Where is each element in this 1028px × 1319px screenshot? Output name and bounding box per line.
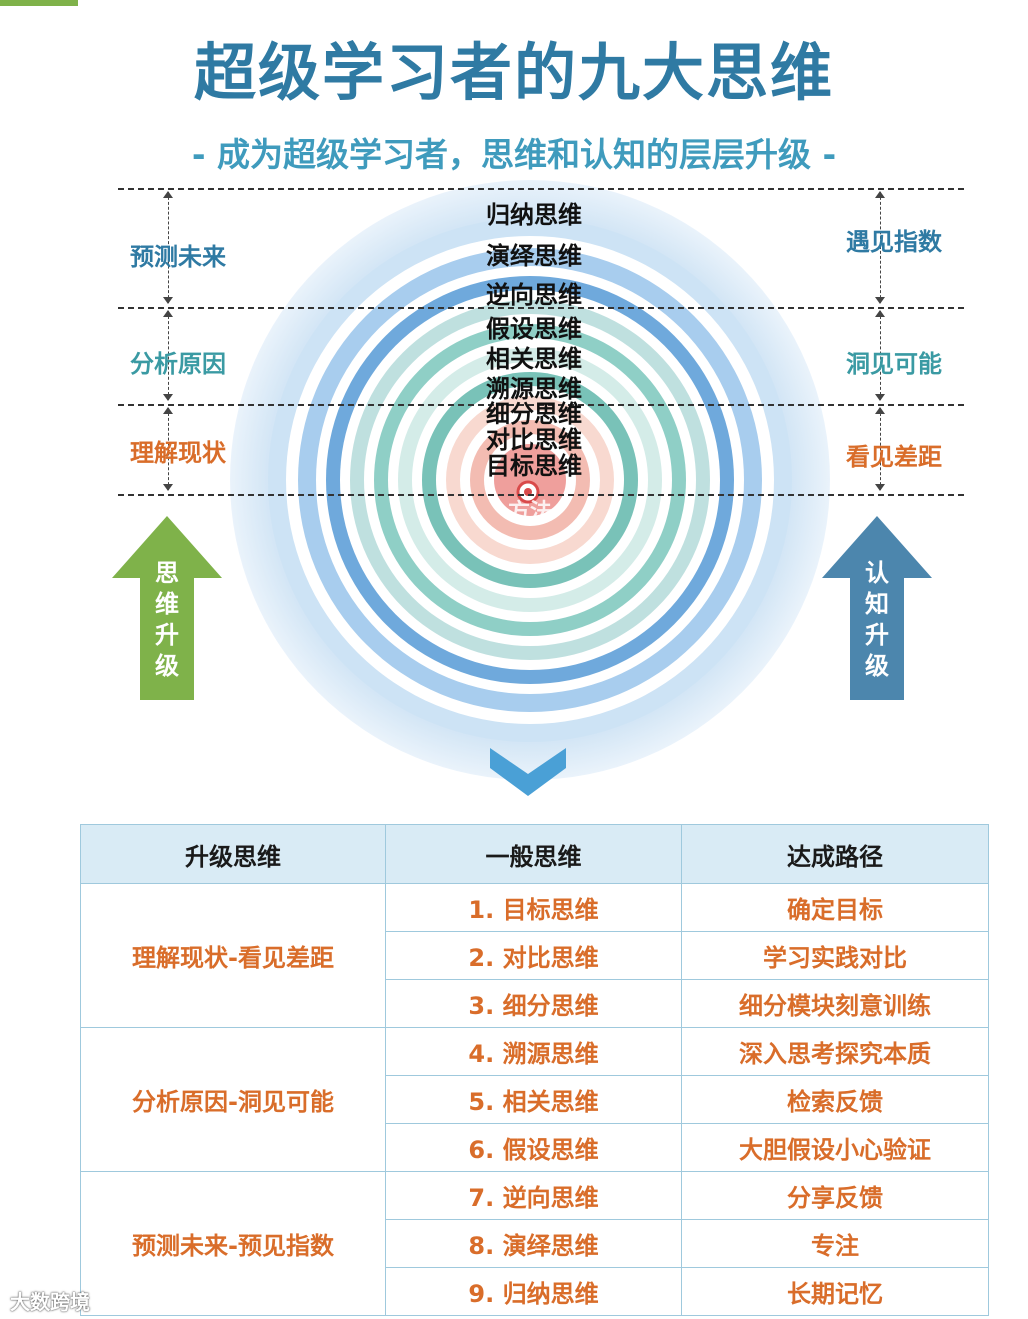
table-header-row: 升级思维 一般思维 达成路径 <box>80 824 989 884</box>
table-row: 6. 假设思维 大胆假设小心验证 <box>81 1123 989 1172</box>
ring-core <box>494 444 566 516</box>
path-cell: 学习实践对比 <box>681 931 989 980</box>
arrow-left-char-2: 维 <box>155 590 179 618</box>
cognition-upgrade-arrow <box>822 516 932 700</box>
watermark: 大数跨境 <box>10 1290 90 1314</box>
thinking-table: 升级思维 一般思维 达成路径 理解现状-看见差距 1. 目标思维 确定目标 2.… <box>80 824 989 1316</box>
table-row: 5. 相关思维 检索反馈 <box>81 1075 989 1124</box>
thinking-cell: 9. 归纳思维 <box>385 1267 682 1316</box>
arrow-down-icon <box>163 484 173 491</box>
arrow-right-char-4: 级 <box>865 652 889 680</box>
right-level-label-gap: 看见差距 <box>846 443 942 471</box>
path-cell: 深入思考探究本质 <box>681 1027 989 1076</box>
table-row: 2. 对比思维 学习实践对比 <box>81 931 989 980</box>
path-cell: 大胆假设小心验证 <box>681 1123 989 1172</box>
table-row: 8. 演绎思维 专注 <box>81 1219 989 1268</box>
path-cell: 分享反馈 <box>681 1171 989 1220</box>
ring-label-reverse: 逆向思维 <box>486 281 582 309</box>
thinking-cell: 2. 对比思维 <box>385 931 682 980</box>
right-level-label-possible: 洞见可能 <box>846 350 942 378</box>
arrow-left-char-1: 思 <box>155 559 179 587</box>
page-title: 超级学习者的九大思维 <box>193 36 834 109</box>
arrow-up-icon <box>875 407 885 414</box>
arrow-up-icon <box>163 191 173 198</box>
path-cell: 专注 <box>681 1219 989 1268</box>
path-cell: 检索反馈 <box>681 1075 989 1124</box>
level-divider-top <box>118 188 964 190</box>
thinking-cell: 4. 溯源思维 <box>385 1027 682 1076</box>
table-row: 9. 归纳思维 长期记忆 <box>81 1267 989 1316</box>
path-cell: 长期记忆 <box>681 1267 989 1316</box>
left-span-1 <box>168 192 169 303</box>
thinking-upgrade-arrow <box>112 516 222 700</box>
path-cell: 确定目标 <box>681 883 989 932</box>
thinking-cell: 3. 细分思维 <box>385 979 682 1028</box>
arrow-left-char-4: 级 <box>155 652 179 680</box>
corner-accent-bar <box>0 0 78 6</box>
table-row: 理解现状-看见差距 1. 目标思维 确定目标 <box>80 883 989 1028</box>
thinking-cell: 8. 演绎思维 <box>385 1219 682 1268</box>
level-divider-bottom <box>118 494 964 496</box>
arrow-right-char-3: 升 <box>865 621 889 649</box>
thinking-cell: 7. 逆向思维 <box>385 1171 682 1220</box>
left-level-label-status: 理解现状 <box>130 439 226 467</box>
left-level-label-cause: 分析原因 <box>130 350 226 378</box>
arrow-up-icon <box>163 310 173 317</box>
ring-label-tracing: 溯源思维 <box>486 375 582 403</box>
group-label-status: 理解现状-看见差距 <box>80 883 386 1028</box>
table-row: 预测未来-预见指数 7. 逆向思维 分享反馈 <box>80 1171 989 1316</box>
right-span-2 <box>880 311 881 400</box>
table-row: 分析原因-洞见可能 4. 溯源思维 深入思考探究本质 <box>80 1027 989 1172</box>
group-label-cause: 分析原因-洞见可能 <box>80 1027 386 1172</box>
ring-label-subdivision: 细分思维 <box>486 400 582 428</box>
table-row: 3. 细分思维 细分模块刻意训练 <box>81 979 989 1028</box>
concentric-rings-diagram <box>230 180 830 796</box>
column-header-path: 达成路径 <box>681 824 989 884</box>
column-header-upgrade: 升级思维 <box>80 824 386 884</box>
arrow-down-icon <box>875 484 885 491</box>
thinking-cell: 5. 相关思维 <box>385 1075 682 1124</box>
arrow-down-icon <box>163 297 173 304</box>
ring-label-correlation: 相关思维 <box>486 345 582 373</box>
thinking-cell: 1. 目标思维 <box>385 883 682 932</box>
ring-label-deductive: 演绎思维 <box>486 242 582 270</box>
arrow-up-icon <box>875 310 885 317</box>
right-span-1 <box>880 192 881 303</box>
arrow-up-icon <box>163 407 173 414</box>
arrow-down-icon <box>163 394 173 401</box>
arrow-up-icon <box>875 191 885 198</box>
group-label-future: 预测未来-预见指数 <box>80 1171 386 1316</box>
column-header-general: 一般思维 <box>385 824 682 884</box>
level-divider-3 <box>118 404 964 406</box>
chevron-down-icon <box>490 748 566 796</box>
arrow-down-icon <box>875 297 885 304</box>
ring-label-comparison: 对比思维 <box>486 426 582 454</box>
page-subtitle: - 成为超级学习者，思维和认知的层层升级 - <box>191 135 837 174</box>
left-span-3 <box>168 408 169 490</box>
right-level-label-index: 遇见指数 <box>846 228 942 256</box>
arrow-down-icon <box>875 394 885 401</box>
ring-label-inductive: 归纳思维 <box>486 201 582 229</box>
arrow-left-char-3: 升 <box>155 621 179 649</box>
ring-label-hypothesis: 假设思维 <box>486 315 582 343</box>
arrow-right-char-2: 知 <box>865 590 889 618</box>
center-label: 方法 <box>507 500 552 525</box>
left-span-2 <box>168 311 169 400</box>
arrow-right-char-1: 认 <box>865 559 889 587</box>
level-divider-2 <box>118 307 964 309</box>
ring-label-goal: 目标思维 <box>486 452 582 480</box>
thinking-cell: 6. 假设思维 <box>385 1123 682 1172</box>
left-level-label-future: 预测未来 <box>130 243 226 271</box>
right-span-3 <box>880 408 881 490</box>
path-cell: 细分模块刻意训练 <box>681 979 989 1028</box>
